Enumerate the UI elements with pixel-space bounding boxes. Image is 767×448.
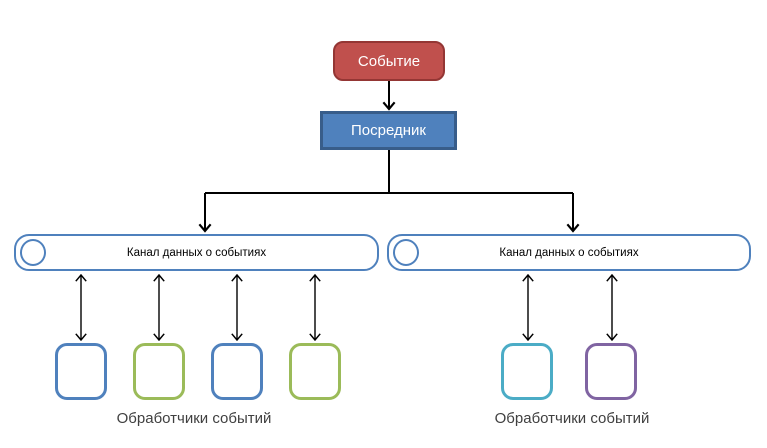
handler-group-left-label: Обработчики событий xyxy=(116,410,272,427)
event-handler-box xyxy=(585,343,637,400)
event-channel-right: Канал данных о событиях xyxy=(387,234,751,271)
event-box: Событие xyxy=(333,41,445,81)
event-channel-right-label: Канал данных о событиях xyxy=(499,246,639,259)
event-box-label: Событие xyxy=(357,52,421,70)
event-channel-left: Канал данных о событиях xyxy=(14,234,379,271)
event-handler-box xyxy=(211,343,263,400)
double-arrows-right-group xyxy=(528,275,612,340)
mediator-box-label: Посредник xyxy=(351,122,426,139)
event-channel-left-label: Канал данных о событиях xyxy=(126,246,267,259)
cylinder-cap-icon xyxy=(393,238,419,266)
handler-group-right-label: Обработчики событий xyxy=(494,410,650,427)
event-handler-box xyxy=(133,343,185,400)
connector-mediator-branch xyxy=(205,150,573,194)
mediator-box: Посредник xyxy=(320,111,457,150)
event-handler-box xyxy=(55,343,107,400)
cylinder-cap-icon xyxy=(20,238,46,266)
handler-group-right xyxy=(501,343,637,400)
event-handler-box xyxy=(289,343,341,400)
event-handler-box xyxy=(501,343,553,400)
double-arrows-left-group xyxy=(81,275,315,340)
handler-group-left xyxy=(55,343,341,400)
